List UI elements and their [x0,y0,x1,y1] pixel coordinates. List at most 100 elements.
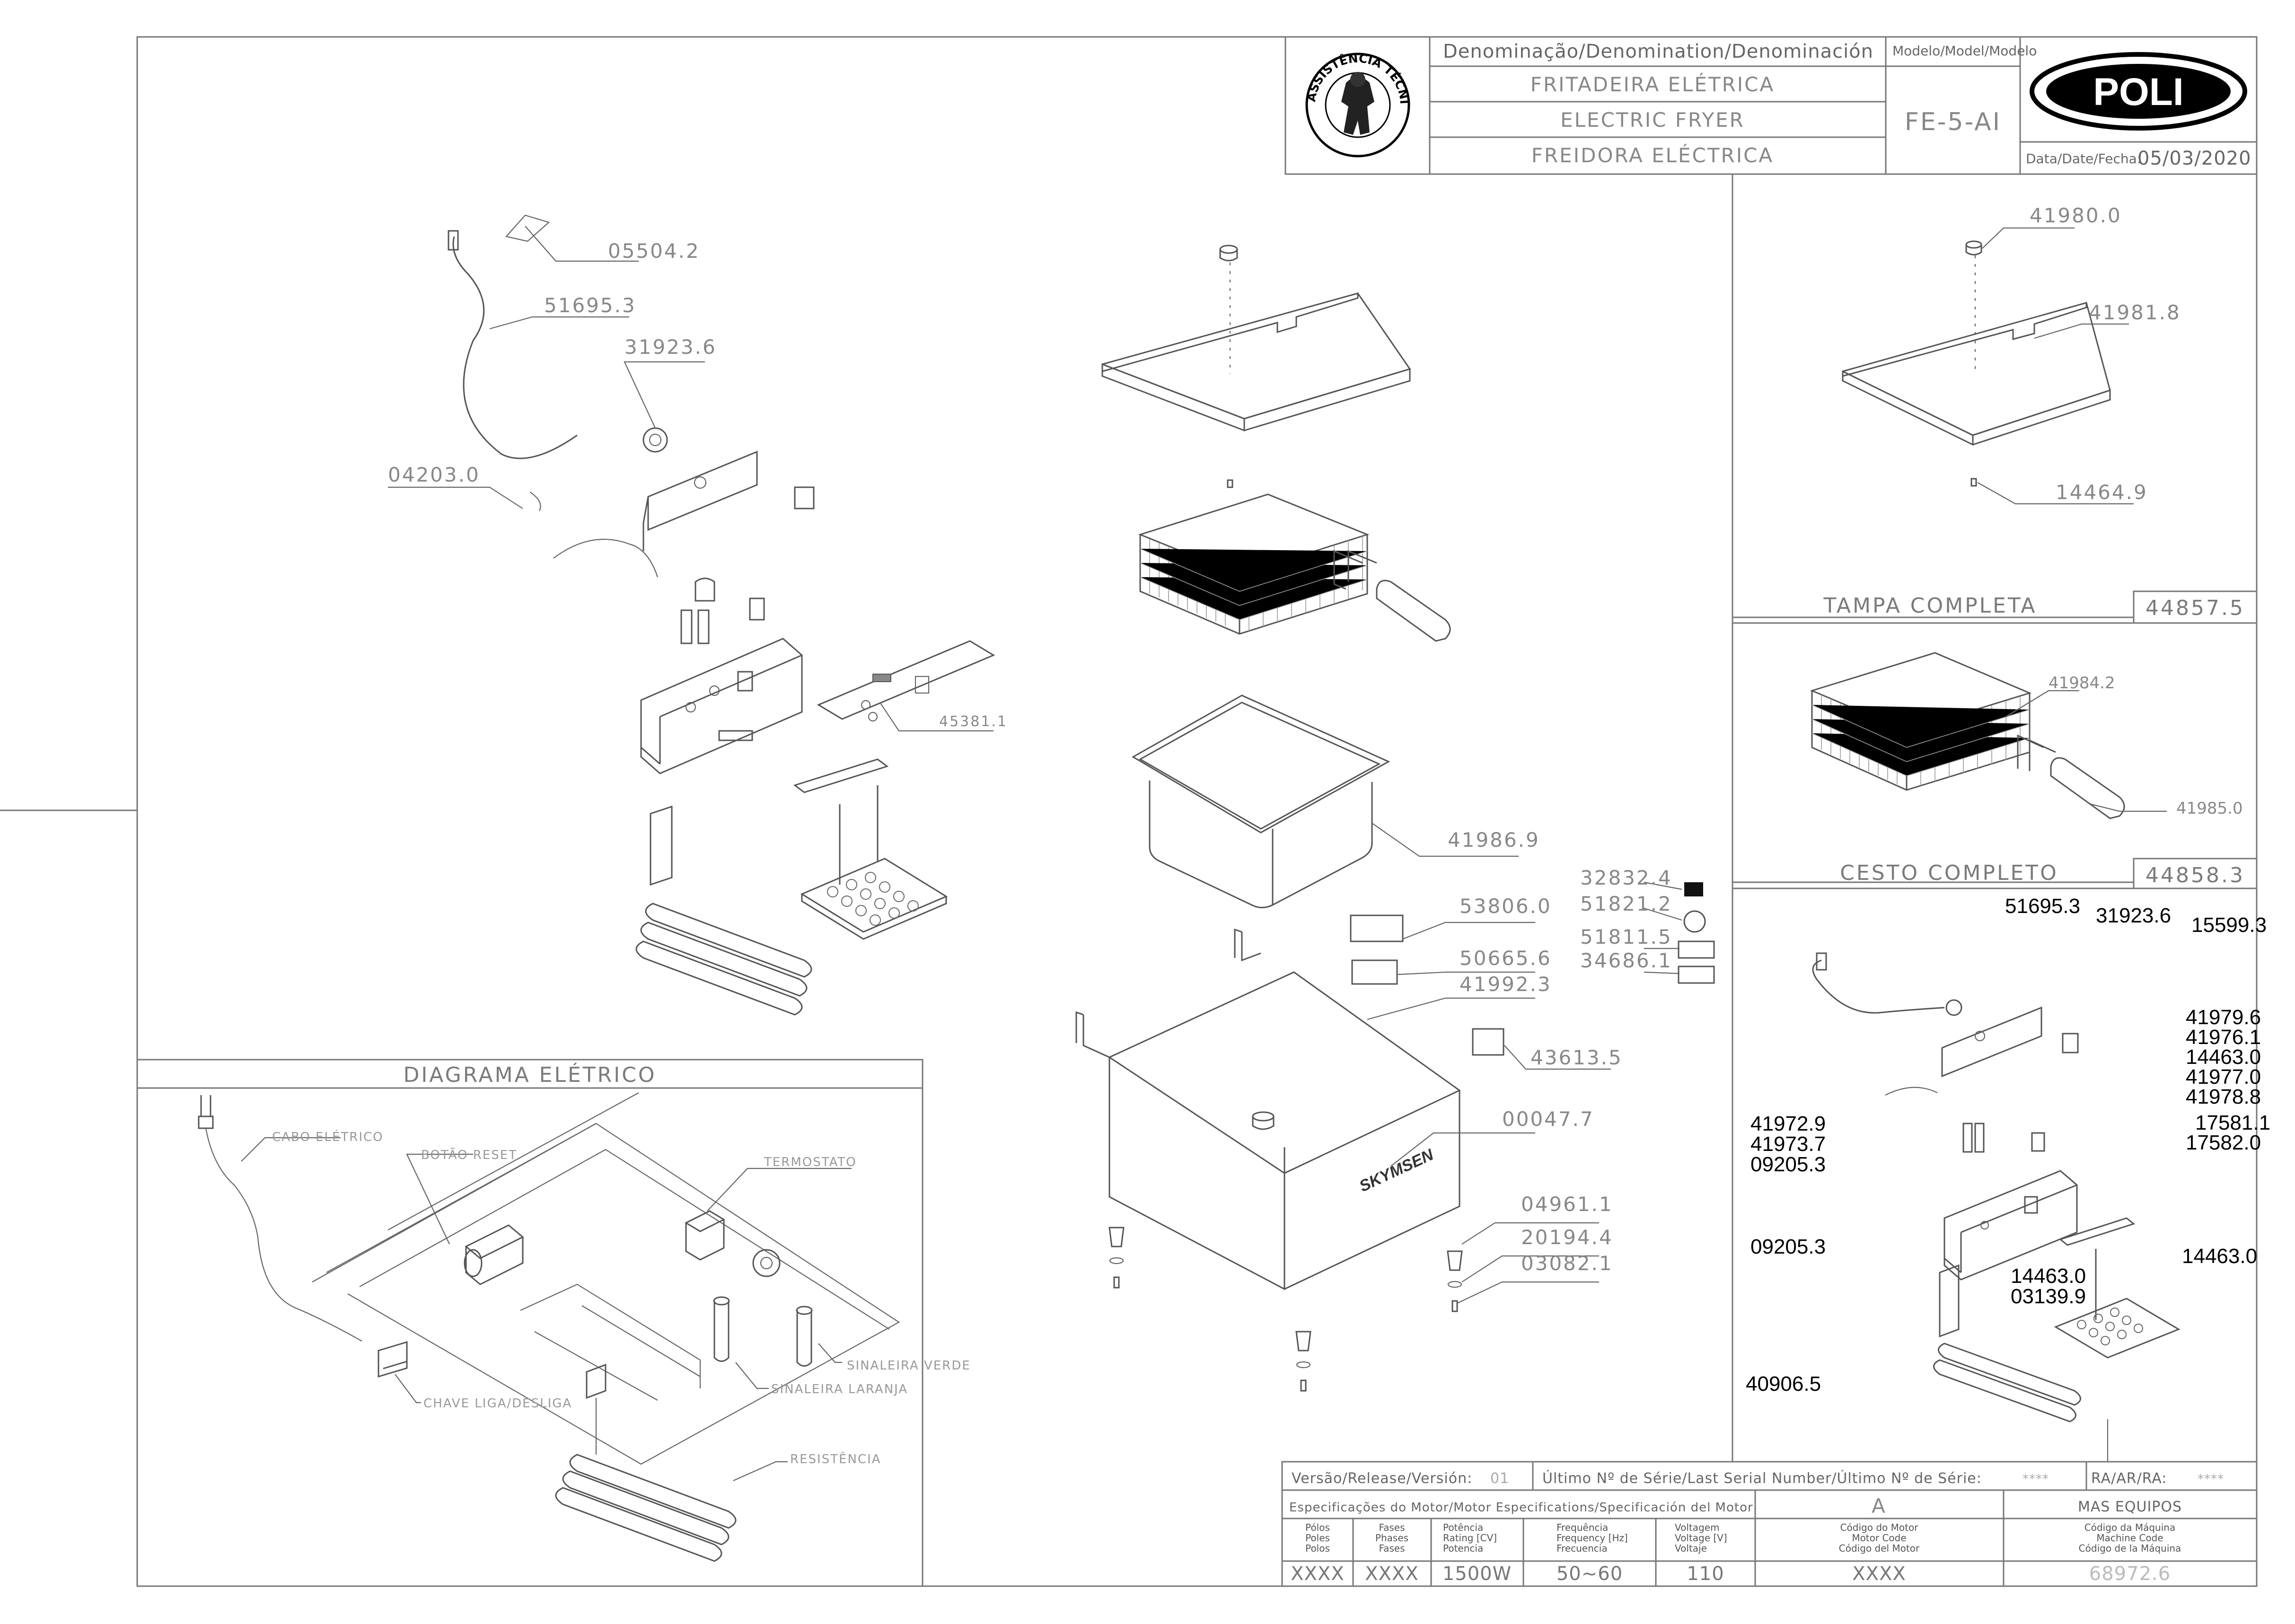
leader-lines-center [1367,823,1682,1304]
lid-complete-panel [1732,227,2258,624]
part-51821-2: 51821.2 [1580,892,1672,915]
svg-text:Pólos: Pólos [1305,1522,1330,1533]
part-50665-6: 50665.6 [1460,947,1552,970]
wire-label-sinaleira-verde: SINALEIRA VERDE [847,1359,971,1373]
svg-text:Polos: Polos [1305,1543,1330,1554]
svg-text:Código da Máquina: Código da Máquina [2084,1522,2175,1533]
svg-text:Phases: Phases [1375,1532,1408,1544]
sheet-frame [0,36,2258,1587]
wire-label-cabo: CABO ELÉTRICO [272,1129,384,1144]
serial-value: **** [2022,1472,2049,1486]
company-name: MAS EQUIPOS [2078,1499,2182,1515]
ra-label: RA/AR/RA: [2091,1470,2167,1487]
lid-part-41980-0: 41980.0 [2030,204,2122,227]
wire-label-sinaleira-laranja: SINALEIRA LARANJA [771,1382,908,1396]
product-name-pt: FRITADEIRA ELÉTRICA [1530,72,1775,96]
ctrl-15599-3: 15599.3 [2191,913,2267,937]
revision-value: A [1872,1494,1887,1518]
voltage-value: 110 [1687,1563,1724,1585]
svg-text:Potencia: Potencia [1443,1543,1483,1554]
ctrl-17581-1: 17581.1 [2195,1111,2270,1134]
wiring-diagram-panel [136,1059,923,1587]
ctrl-14463-0-a: 14463.0 [2186,1045,2261,1069]
poles-value: XXXX [1291,1563,1345,1585]
model-value: FE-5-AI [1905,108,2001,136]
leader-lines-left [388,226,994,732]
svg-text:Código do Motor: Código do Motor [1840,1522,1919,1533]
svg-text:Voltaje: Voltaje [1675,1543,1707,1554]
denomination-header: Denominação/Denomination/Denominación [1443,41,1873,62]
ra-value: **** [2198,1472,2224,1486]
ctrl-31923-6: 31923.6 [2096,904,2171,927]
machine-code-value: 68972.6 [2089,1563,2171,1585]
part-51695-3: 51695.3 [544,294,636,317]
svg-text:Motor Code: Motor Code [1852,1532,1906,1544]
part-32832-4: 32832.4 [1580,866,1672,889]
svg-text:Frecuencia: Frecuencia [1556,1543,1608,1554]
version-value: 01 [1490,1470,1509,1487]
basket-part-41985-0: 41985.0 [2176,799,2243,818]
poli-logo: POLI [2030,52,2247,131]
control-assembly-panel [1812,952,2181,1462]
part-34686-1: 34686.1 [1580,949,1672,972]
frequency-value: 50~60 [1556,1563,1623,1585]
svg-text:Código del Motor: Código del Motor [1839,1543,1920,1554]
basket-part-41984-2: 41984.2 [2049,674,2115,693]
svg-text:ASSISTÊNCIA TÉCNICA AUTORIZADA: ASSISTÊNCIA TÉCNICA AUTORIZADA [0,0,1411,105]
serial-label: Último Nº de Série/Last Serial Number/Úl… [1542,1469,1982,1487]
fryer-center-exploded: SKYMSEN [1075,245,1715,1392]
basket-panel-code: 44858.3 [2146,863,2245,887]
part-05504-2: 05504.2 [608,239,700,263]
part-31923-6: 31923.6 [624,335,717,359]
basket-complete-panel [1732,652,2258,889]
lid-part-14464-9: 14464.9 [2056,481,2148,504]
svg-text:Machine Code: Machine Code [2096,1532,2163,1544]
ctrl-17582-0: 17582.0 [2186,1131,2261,1154]
motor-spec-label: Especificações do Motor/Motor Especifica… [1289,1501,1753,1515]
ctrl-03139-9: 03139.9 [2011,1285,2086,1308]
part-03082-1: 03082.1 [1521,1252,1613,1275]
model-header: Modelo/Model/Modelo [1892,43,2037,59]
part-41992-3: 41992.3 [1460,973,1552,996]
part-20194-4: 20194.4 [1521,1226,1613,1249]
spec-headers: Pólos Poles Polos Fases Phases Fases Pot… [1305,1522,2181,1554]
part-51811-5: 51811.5 [1580,925,1672,948]
ctrl-41978-8: 41978.8 [2186,1085,2261,1108]
ctrl-09205-3-a: 09205.3 [1750,1153,1826,1176]
wire-label-chave: CHAVE LIGA/DESLIGA [423,1396,572,1411]
svg-text:Potência: Potência [1443,1522,1483,1533]
svg-text:Voltage [V]: Voltage [V] [1675,1532,1727,1544]
part-53806-0: 53806.0 [1460,895,1552,918]
svg-text:Voltagem: Voltagem [1675,1522,1720,1533]
svg-text:Rating [CV]: Rating [CV] [1443,1532,1497,1544]
lid-part-41981-8: 41981.8 [2089,301,2181,324]
svg-text:Código de la Máquina: Código de la Máquina [2079,1543,2181,1554]
authorized-service-seal: ASSISTÊNCIA TÉCNICA AUTORIZADA [0,0,1411,158]
wiring-title: DIAGRAMA ELÉTRICO [403,1062,656,1087]
version-label: Versão/Release/Versión: [1292,1470,1472,1487]
motor-code-value: XXXX [1852,1563,1906,1585]
lid-panel-title: TAMPA COMPLETA [1823,594,2037,618]
ctrl-41972-9: 41972.9 [1750,1112,1826,1135]
wire-label-resistencia: RESISTÊNCIA [790,1451,881,1466]
svg-text:Frequência: Frequência [1556,1522,1608,1533]
svg-text:Fases: Fases [1379,1543,1405,1554]
phases-value: XXXX [1365,1563,1419,1585]
control-assembly-exploded [448,214,995,1016]
svg-text:Fases: Fases [1379,1522,1405,1533]
ctrl-51695-3: 51695.3 [2005,895,2080,918]
ctrl-41979-6: 41979.6 [2186,1006,2261,1029]
ctrl-41976-1: 41976.1 [2186,1026,2261,1049]
part-43613-5: 43613.5 [1530,1046,1623,1069]
ctrl-09205-3-b: 09205.3 [1750,1235,1826,1258]
ctrl-41977-0: 41977.0 [2186,1065,2261,1089]
ctrl-40906-5: 40906.5 [1746,1372,1821,1396]
svg-text:Frequency [Hz]: Frequency [Hz] [1556,1532,1628,1544]
lid-panel-code: 44857.5 [2146,596,2245,620]
basket-panel-title: CESTO COMPLETO [1840,861,2058,885]
wire-label-termostato: TERMOSTATO [764,1155,857,1169]
part-45381-1: 45381.1 [939,713,1008,730]
part-41986-9: 41986.9 [1448,828,1540,852]
seal-text: ASSISTÊNCIA TÉCNICA AUTORIZADA [0,0,1411,105]
part-04203-0: 04203.0 [388,463,480,486]
